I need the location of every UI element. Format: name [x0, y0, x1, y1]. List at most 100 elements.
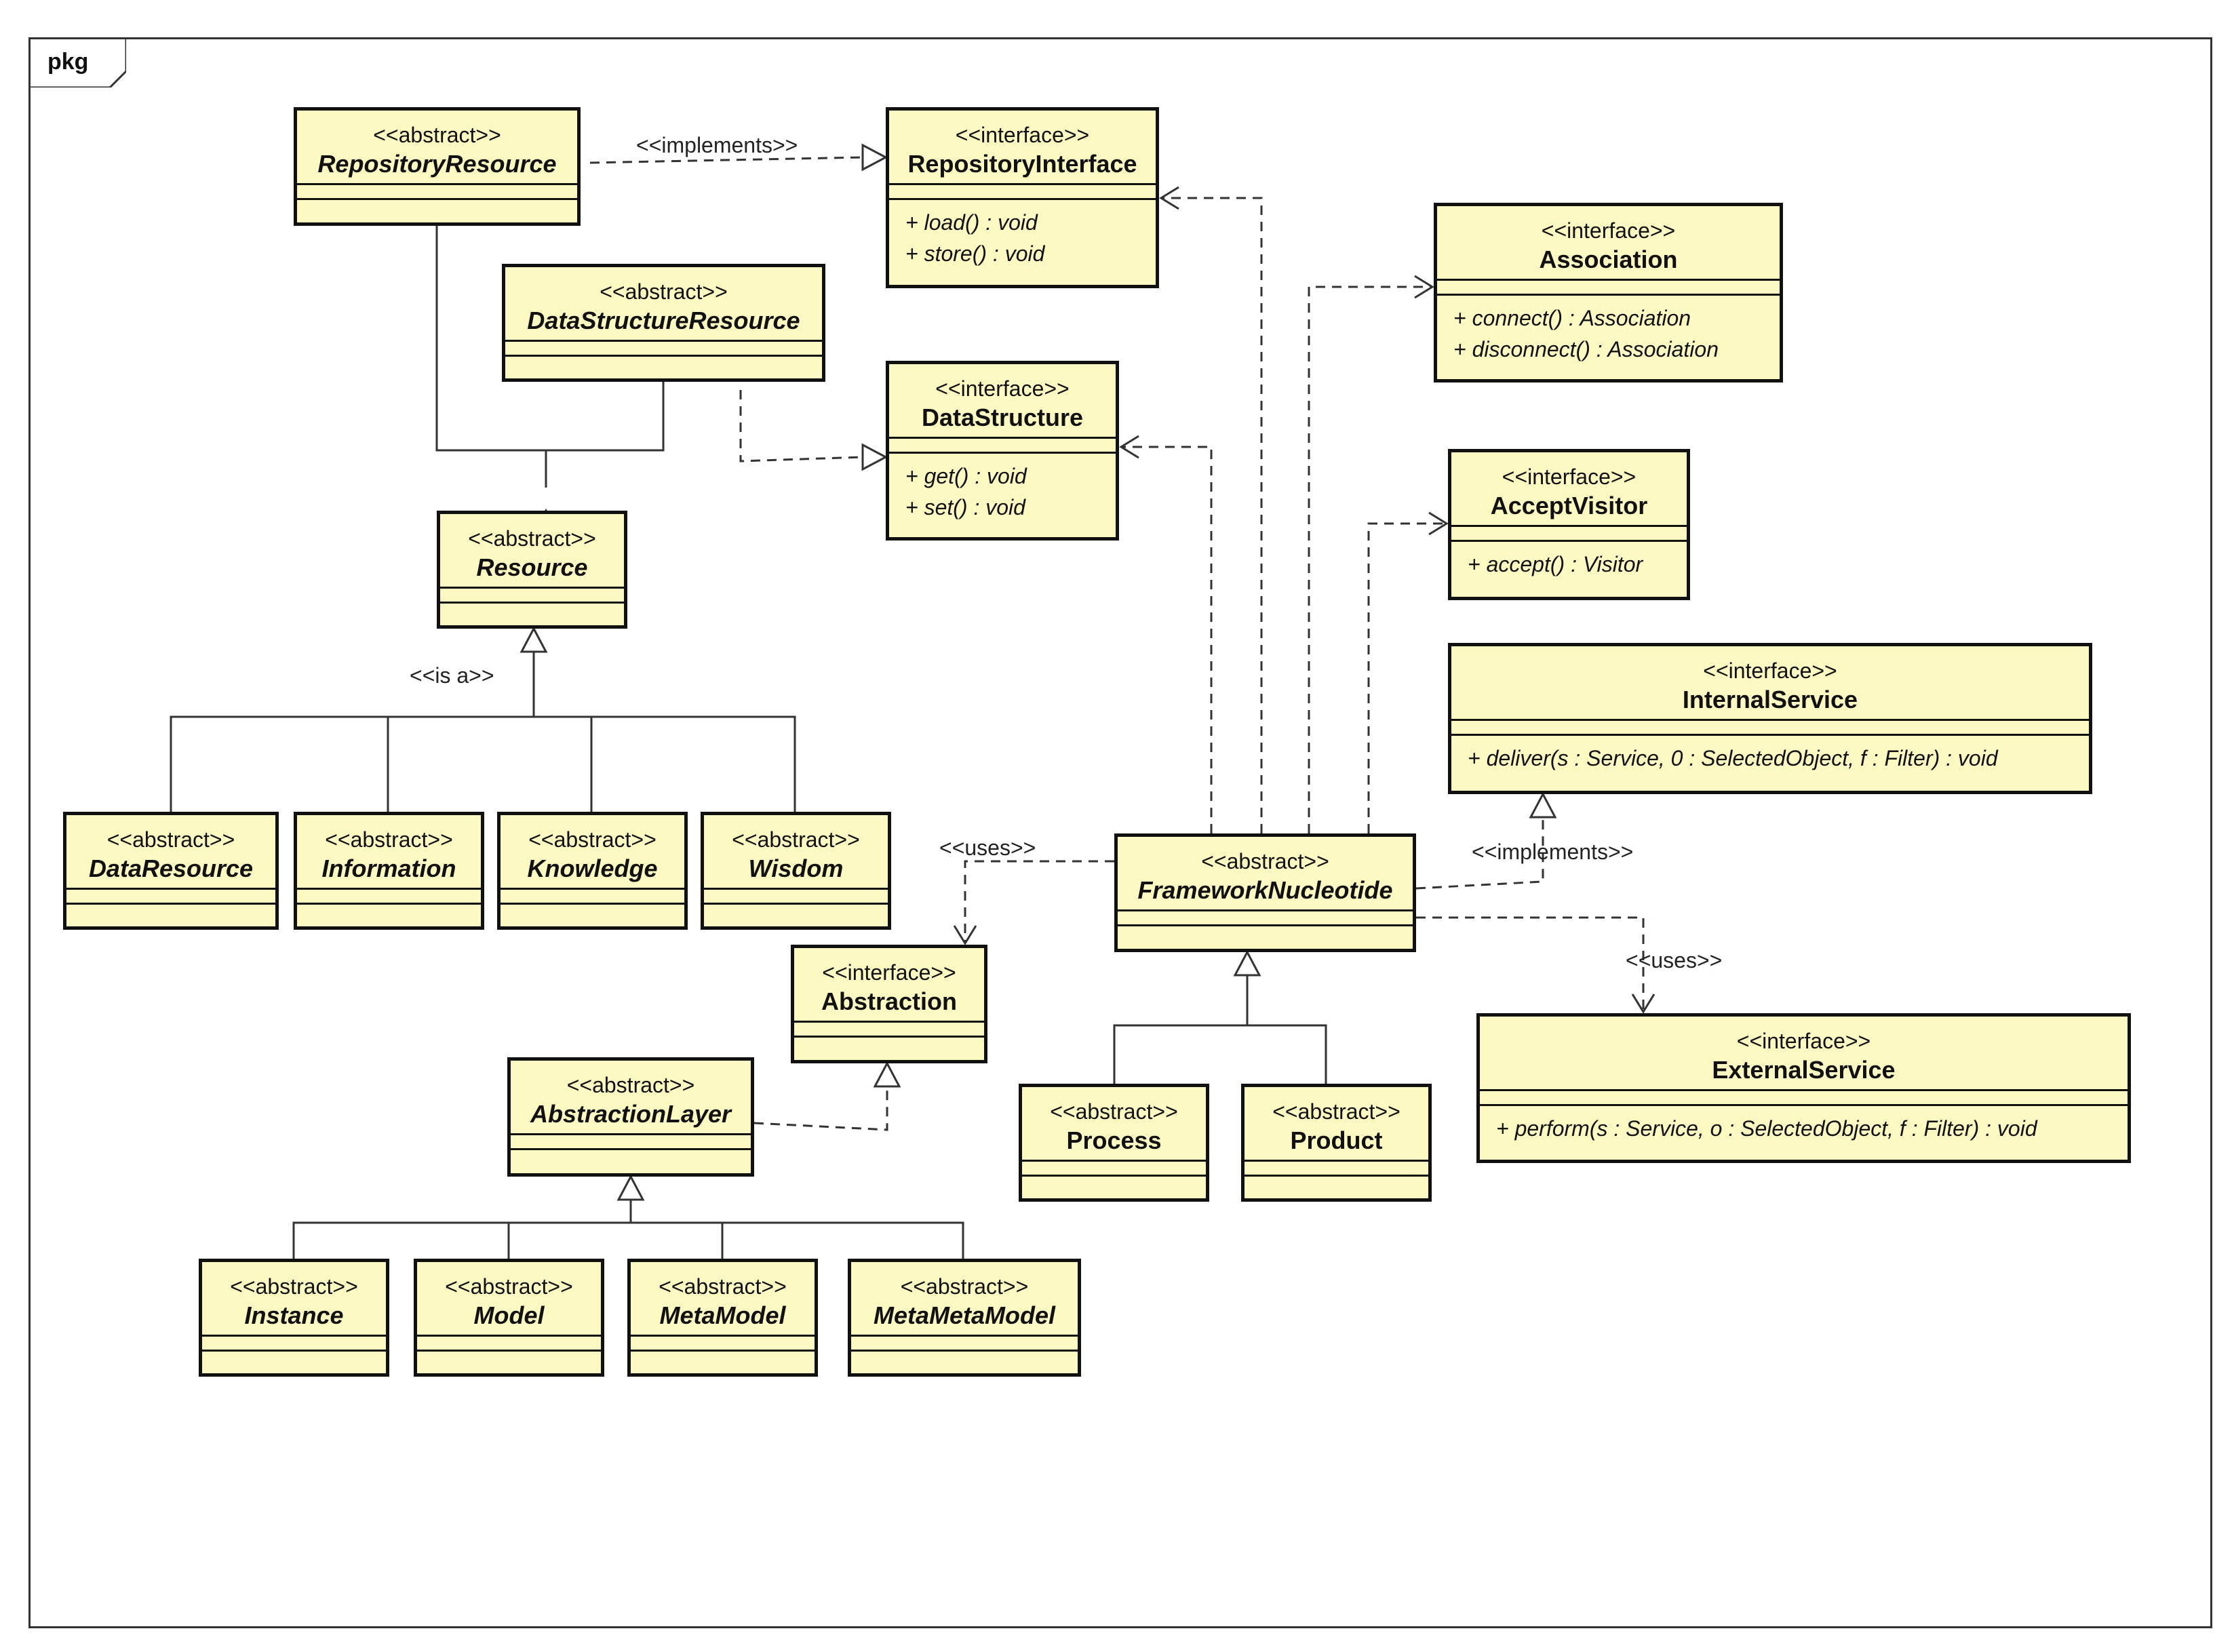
compartment-divider	[505, 340, 822, 342]
compartment-divider	[704, 888, 888, 890]
operation: + deliver(s : Service, 0 : SelectedObjec…	[1468, 746, 1998, 770]
class-box-product[interactable]: <<abstract>>Product	[1241, 1084, 1432, 1202]
class-box-repository-interface[interactable]: <<interface>>RepositoryInterface+ load()…	[886, 107, 1159, 288]
generalization-arrowhead	[1233, 949, 1261, 977]
class-header: <<abstract>>Resource	[440, 514, 624, 583]
class-name: AbstractionLayer	[530, 1100, 732, 1128]
operation: + disconnect() : Association	[1453, 337, 1719, 361]
class-header: <<interface>>ExternalService	[1480, 1017, 2128, 1086]
class-box-accept-visitor[interactable]: <<interface>>AcceptVisitor+ accept() : V…	[1448, 449, 1690, 600]
dependency-arrowhead	[1119, 435, 1139, 459]
dependency-line	[1161, 197, 1263, 833]
class-box-wisdom[interactable]: <<abstract>>Wisdom	[701, 812, 891, 930]
compartment-divider	[297, 903, 481, 905]
compartment-divider	[511, 1148, 751, 1150]
class-name: RepositoryInterface	[907, 150, 1137, 178]
class-operations: + get() : void+ set() : void	[905, 460, 1110, 523]
class-box-model[interactable]: <<abstract>>Model	[414, 1259, 604, 1377]
class-header: <<abstract>>MetaMetaModel	[851, 1262, 1078, 1331]
edge-label-uses: <<uses>>	[1626, 948, 1723, 972]
compartment-divider	[631, 1335, 815, 1337]
generalization-line	[292, 1221, 964, 1259]
class-box-meta-meta-model[interactable]: <<abstract>>MetaMetaModel	[848, 1259, 1081, 1377]
operation: + connect() : Association	[1453, 306, 1691, 330]
compartment-divider	[794, 1036, 984, 1038]
class-box-abstraction[interactable]: <<interface>>Abstraction	[791, 945, 987, 1063]
compartment-divider	[66, 903, 275, 905]
class-box-abstraction-layer[interactable]: <<abstract>>AbstractionLayer	[507, 1057, 754, 1177]
compartment-divider	[1451, 525, 1687, 527]
class-box-resource[interactable]: <<abstract>>Resource	[437, 511, 627, 629]
dependency-line	[1367, 522, 1447, 833]
class-stereotype: <<abstract>>	[230, 1274, 358, 1299]
class-name: MetaModel	[659, 1301, 786, 1329]
class-stereotype: <<abstract>>	[445, 1274, 573, 1299]
class-box-association[interactable]: <<interface>>Association+ connect() : As…	[1434, 203, 1783, 382]
class-box-information[interactable]: <<abstract>>Information	[294, 812, 484, 930]
edge-label-is-a: <<is a>>	[410, 663, 494, 688]
class-stereotype: <<abstract>>	[106, 827, 235, 852]
dependency-arrowhead	[1414, 275, 1434, 299]
class-stereotype: <<abstract>>	[528, 827, 657, 852]
package-label: pkg	[47, 49, 89, 75]
edge-label-uses: <<uses>>	[939, 835, 1036, 860]
class-header: <<abstract>>Model	[417, 1262, 601, 1331]
class-operations: + accept() : Visitor	[1468, 549, 1681, 580]
class-stereotype: <<abstract>>	[732, 827, 860, 852]
compartment-divider	[889, 452, 1116, 454]
edge-label-implements: <<implements>>	[636, 133, 798, 157]
dependency-arrowhead	[953, 925, 977, 945]
class-name: DataStructureResource	[527, 307, 800, 334]
compartment-divider	[202, 1335, 386, 1337]
class-stereotype: <<interface>>	[935, 376, 1070, 401]
class-header: <<abstract>>DataStructureResource	[505, 267, 822, 336]
compartment-divider	[440, 602, 624, 604]
class-header: <<abstract>>RepositoryResource	[297, 111, 577, 180]
class-stereotype: <<abstract>>	[373, 123, 501, 147]
compartment-divider	[297, 198, 577, 200]
compartment-divider	[704, 903, 888, 905]
compartment-divider	[66, 888, 275, 890]
realization-arrowhead	[861, 443, 888, 471]
compartment-divider	[501, 888, 684, 890]
class-operations: + deliver(s : Service, 0 : SelectedObjec…	[1468, 743, 2083, 774]
dependency-arrowhead	[1428, 511, 1449, 536]
class-header: <<abstract>>FrameworkNucleotide	[1118, 837, 1413, 906]
class-header: <<interface>>InternalService	[1451, 646, 2089, 715]
class-box-instance[interactable]: <<abstract>>Instance	[199, 1259, 389, 1377]
class-stereotype: <<interface>>	[822, 960, 956, 985]
class-stereotype: <<abstract>>	[1050, 1099, 1178, 1124]
compartment-divider	[889, 183, 1156, 185]
class-header: <<abstract>>Knowledge	[501, 815, 684, 884]
class-box-internal-service[interactable]: <<interface>>InternalService + deliver(s …	[1448, 643, 2092, 794]
class-box-knowledge[interactable]: <<abstract>>Knowledge	[497, 812, 688, 930]
class-header: <<abstract>>MetaModel	[631, 1262, 815, 1331]
class-box-data-resource[interactable]: <<abstract>>DataResource	[63, 812, 279, 930]
class-box-data-structure-resource[interactable]: <<abstract>>DataStructureResource	[502, 264, 825, 382]
class-operations: + load() : void+ store() : void	[905, 207, 1150, 269]
compartment-divider	[417, 1335, 601, 1337]
generalization-arrowhead	[520, 626, 548, 653]
class-header: <<abstract>>Instance	[202, 1262, 386, 1331]
compartment-divider	[1118, 924, 1413, 926]
class-header: <<interface>>Abstraction	[794, 948, 984, 1017]
realization-line	[753, 1086, 888, 1131]
class-name: Model	[473, 1301, 545, 1329]
generalization-line	[170, 715, 796, 812]
class-stereotype: <<interface>>	[1736, 1029, 1871, 1053]
class-stereotype: <<abstract>>	[468, 526, 596, 551]
class-box-data-structure[interactable]: <<interface>>DataStructure + get() : void…	[886, 361, 1119, 540]
compartment-divider	[1451, 719, 2089, 721]
class-box-repository-resource[interactable]: <<abstract>>RepositoryResource	[294, 107, 581, 226]
class-box-framework-nucleotide[interactable]: <<abstract>>FrameworkNucleotide	[1114, 833, 1416, 952]
compartment-divider	[505, 355, 822, 357]
compartment-divider	[297, 183, 577, 185]
class-box-meta-model[interactable]: <<abstract>>MetaModel	[627, 1259, 818, 1377]
class-box-process[interactable]: <<abstract>>Process	[1019, 1084, 1209, 1202]
compartment-divider	[794, 1021, 984, 1023]
class-name: FrameworkNucleotide	[1137, 876, 1393, 904]
compartment-divider	[440, 587, 624, 589]
class-header: <<interface>>DataStructure	[889, 364, 1116, 433]
class-box-external-service[interactable]: <<interface>>ExternalService+ perform(s …	[1476, 1013, 2131, 1163]
realization-line	[739, 390, 863, 463]
